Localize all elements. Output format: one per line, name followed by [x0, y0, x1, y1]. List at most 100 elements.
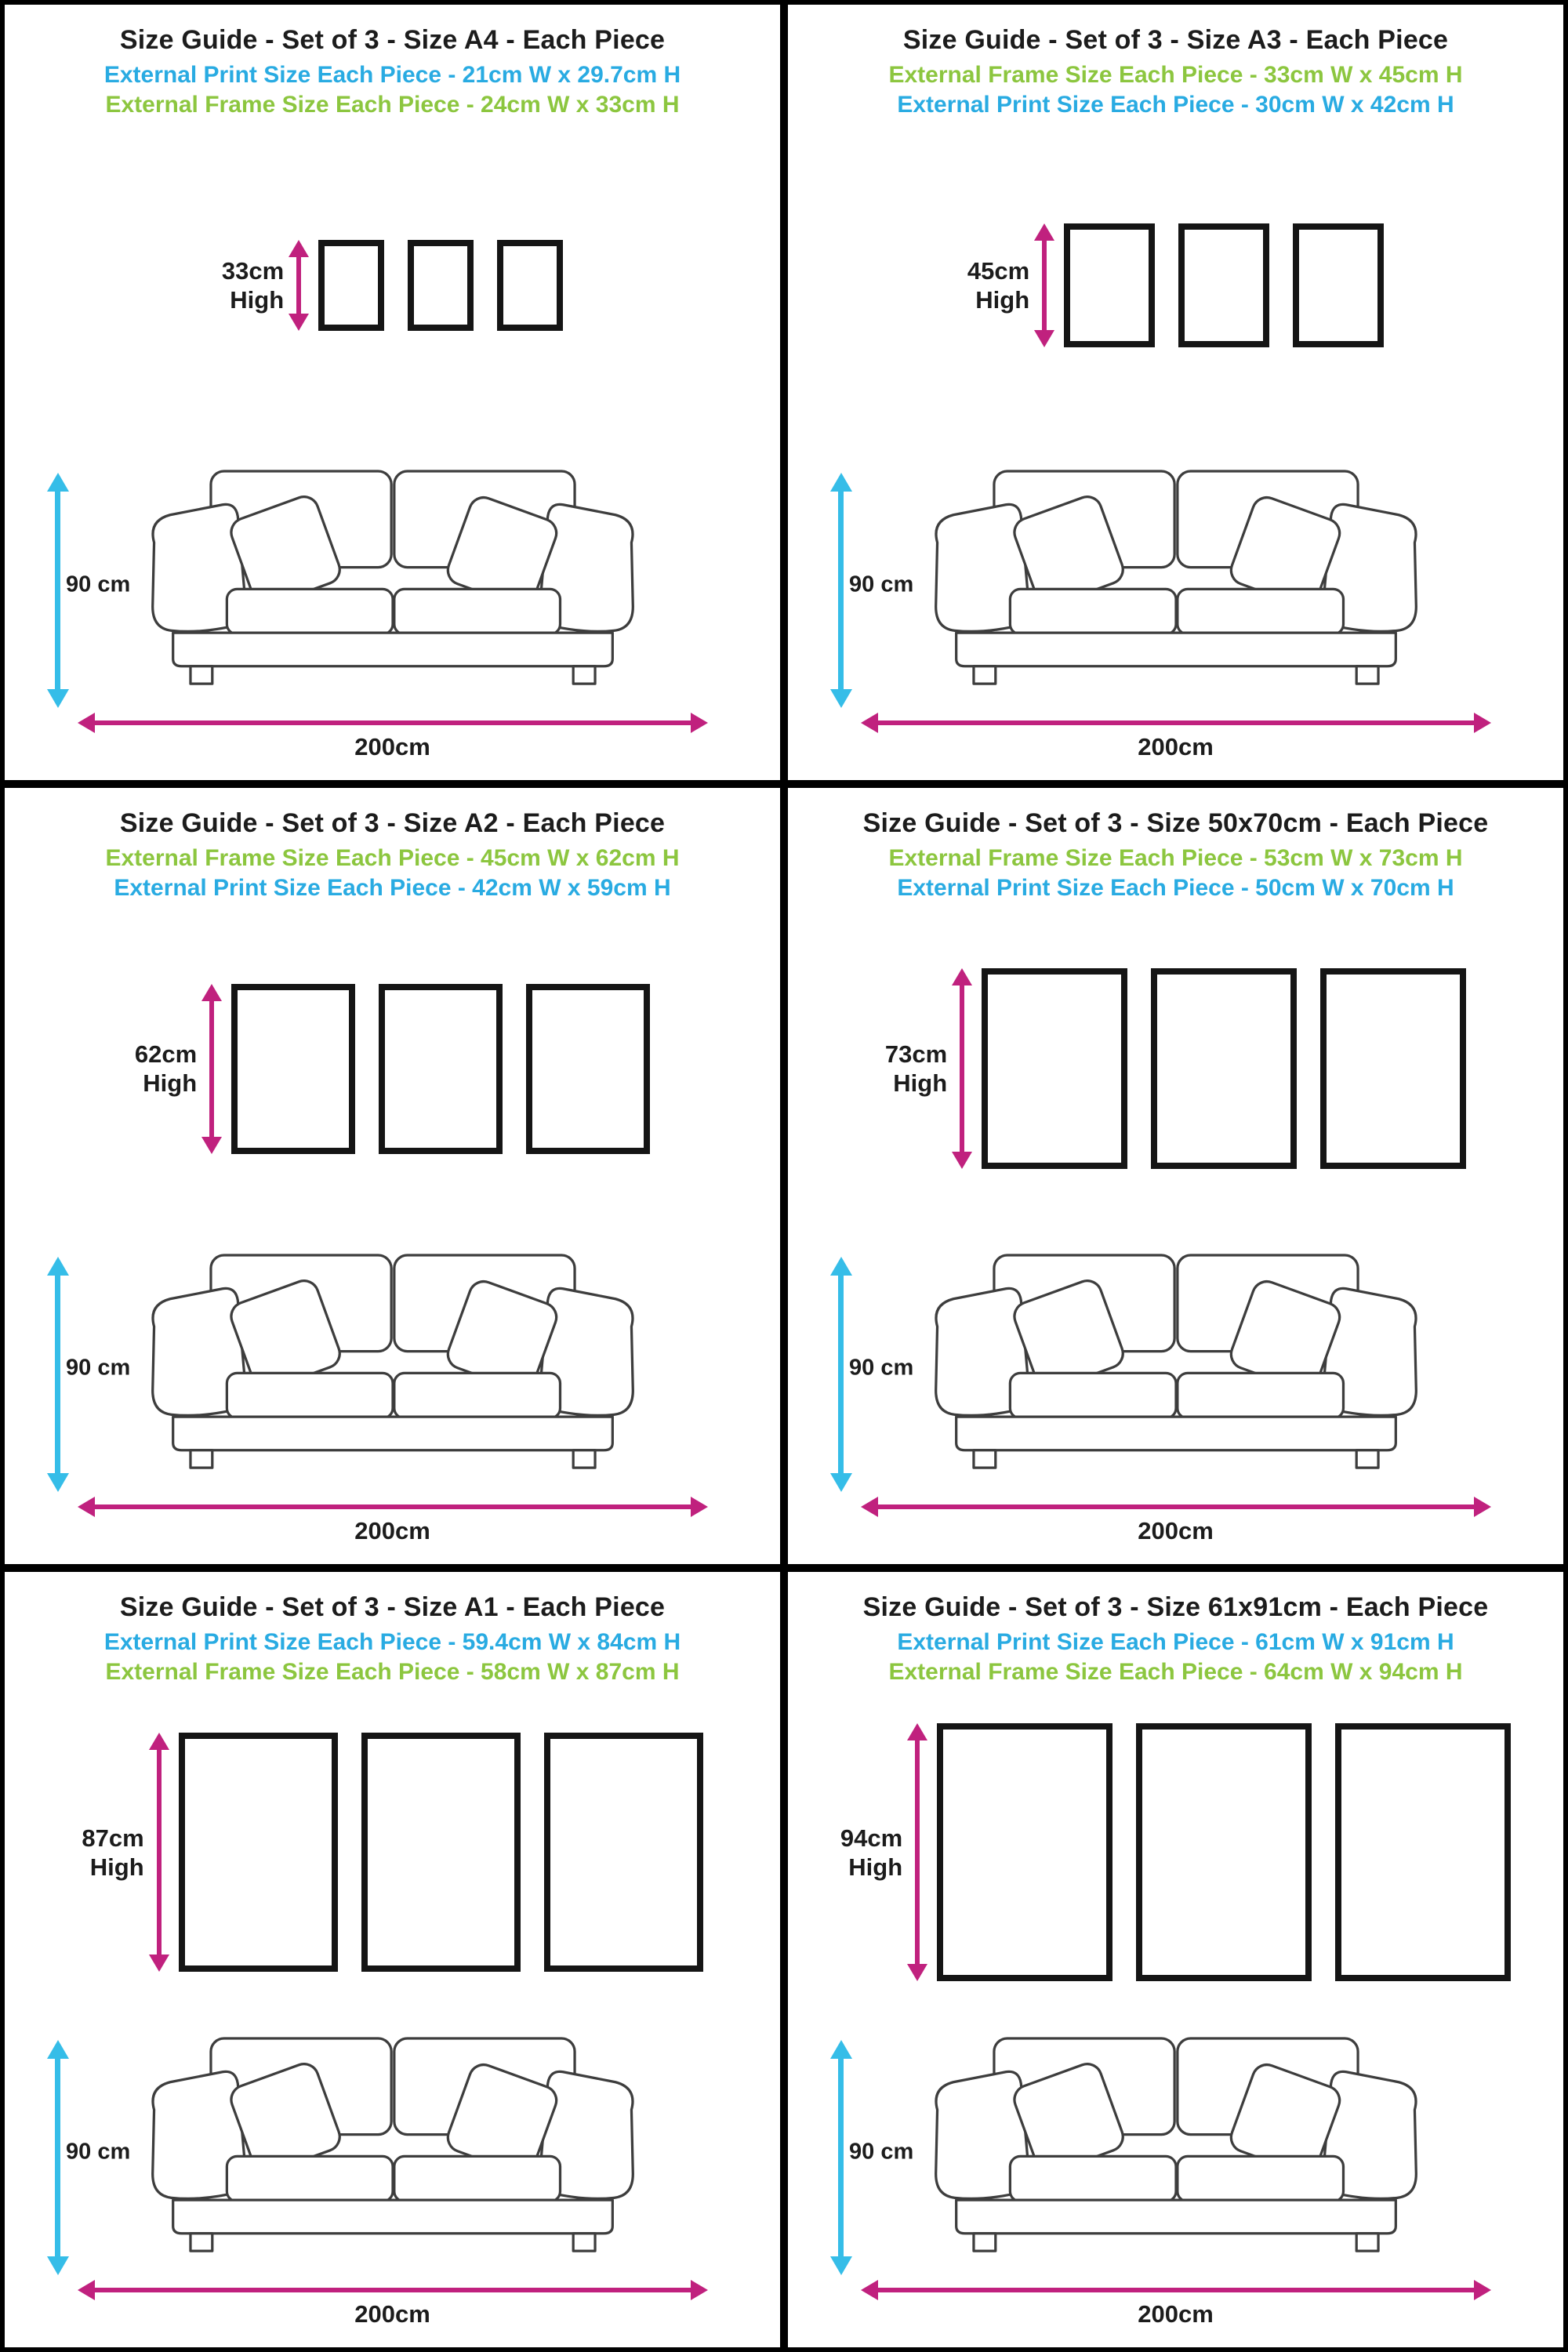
frames-group [937, 1723, 1512, 1982]
frame-size-line: External Frame Size Each Piece - 45cm W … [105, 845, 680, 872]
sofa-block: 90 cm 200cm [19, 2016, 766, 2328]
print-size-line: External Print Size Each Piece - 59.4cm … [103, 1628, 681, 1655]
panel-header: Size Guide - Set of 3 - Size 50x70cm - E… [802, 808, 1549, 905]
picture-frame [1320, 968, 1467, 1170]
panel-size-61x91: Size Guide - Set of 3 - Size 61x91cm - E… [788, 1571, 1563, 2347]
sofa-height-arrow [55, 1275, 60, 1473]
frame-height-arrow [915, 1740, 920, 1965]
sofa-width-arrow [94, 1504, 691, 1509]
sofa-width-label: 200cm [354, 2299, 430, 2328]
frame-height-word: High [975, 286, 1030, 314]
frame-height-word: High [848, 1853, 903, 1881]
sofa-illustration [109, 449, 677, 697]
sofa-width-label: 200cm [354, 1516, 430, 1544]
frames-row: 45cm High [802, 122, 1549, 449]
sofa-width-label: 200cm [1138, 2299, 1214, 2328]
print-size-line: External Print Size Each Piece - 21cm W … [103, 62, 681, 88]
sofa-height-arrow [55, 492, 60, 690]
frame-height-arrow [156, 1750, 162, 1955]
frame-size-line: External Frame Size Each Piece - 33cm W … [888, 62, 1463, 88]
frame-height-value: 94cm [840, 1824, 903, 1852]
sofa-illustration [892, 449, 1460, 697]
sofa-height-arrow [838, 2058, 844, 2256]
sofa-illustration [892, 2016, 1460, 2264]
frames-group [178, 1733, 703, 1973]
sofa-height-label: 90 cm [66, 572, 131, 597]
print-size-line: External Print Size Each Piece - 61cm W … [897, 1628, 1454, 1655]
picture-frame [937, 1723, 1113, 1982]
frame-height-word: High [89, 1853, 144, 1881]
frames-row: 94cm High [802, 1689, 1549, 2016]
sofa-illustration [109, 2016, 677, 2264]
sofa-width-arrow [877, 2287, 1474, 2292]
sofa-height-label: 90 cm [849, 1355, 914, 1381]
picture-frame [982, 968, 1128, 1170]
frames-row: 33cm High [19, 122, 766, 449]
frame-height-label: 94cm High [840, 1824, 902, 1882]
panel-title: Size Guide - Set of 3 - Size A4 - Each P… [119, 25, 666, 55]
sofa-height-arrow [838, 1275, 844, 1473]
frame-height-word: High [893, 1069, 948, 1098]
frame-height-arrow [209, 1000, 215, 1137]
sofa-block: 90 cm 200cm [802, 1233, 1549, 1545]
frames-group [231, 983, 651, 1154]
sofa-width-label: 200cm [1138, 733, 1214, 761]
panel-header: Size Guide - Set of 3 - Size 61x91cm - E… [802, 1592, 1549, 1689]
sofa-area: 90 cm [802, 2016, 1549, 2267]
frame-size-line: External Frame Size Each Piece - 58cm W … [105, 1658, 680, 1685]
sofa-illustration [109, 1233, 677, 1481]
frame-height-label: 62cm High [135, 1040, 197, 1098]
sofa-width-arrow [94, 2287, 691, 2292]
picture-frame [1293, 223, 1385, 348]
picture-frame [1178, 223, 1270, 348]
frame-height-word: High [143, 1069, 198, 1098]
sofa-illustration [892, 1233, 1460, 1481]
sofa-block: 90 cm 200cm [802, 449, 1549, 761]
picture-frame [408, 240, 474, 332]
sofa-width-label: 200cm [1138, 1516, 1214, 1544]
sofa-block: 90 cm 200cm [802, 2016, 1549, 2328]
picture-frame [318, 240, 385, 332]
print-size-line: External Print Size Each Piece - 42cm W … [114, 875, 671, 902]
panel-title: Size Guide - Set of 3 - Size 50x70cm - E… [862, 808, 1489, 839]
sofa-block: 90 cm 200cm [19, 449, 766, 761]
picture-frame [1136, 1723, 1312, 1982]
frame-height-arrow [960, 985, 965, 1152]
sofa-area: 90 cm [802, 449, 1549, 700]
frame-height-value: 87cm [82, 1824, 144, 1852]
sofa-width-arrow [877, 720, 1474, 726]
picture-frame [1151, 968, 1298, 1170]
picture-frame [231, 983, 356, 1154]
picture-frame [361, 1733, 521, 1973]
frames-group [982, 968, 1467, 1170]
panel-size-a1: Size Guide - Set of 3 - Size A1 - Each P… [5, 1571, 780, 2347]
frame-height-label: 87cm High [82, 1824, 143, 1882]
panel-header: Size Guide - Set of 3 - Size A2 - Each P… [19, 808, 766, 905]
picture-frame [1064, 223, 1156, 348]
sofa-area: 90 cm [19, 2016, 766, 2267]
sofa-area: 90 cm [19, 1233, 766, 1484]
panel-size-50x70: Size Guide - Set of 3 - Size 50x70cm - E… [788, 788, 1563, 1564]
panel-title: Size Guide - Set of 3 - Size A3 - Each P… [902, 25, 1449, 55]
panel-size-a4: Size Guide - Set of 3 - Size A4 - Each P… [5, 5, 780, 781]
frame-size-line: External Frame Size Each Piece - 53cm W … [888, 845, 1463, 872]
frame-height-label: 33cm High [222, 256, 284, 314]
frame-height-value: 73cm [884, 1040, 948, 1069]
sofa-height-arrow [838, 492, 844, 690]
frames-group [1064, 223, 1385, 348]
sofa-area: 90 cm [802, 1233, 1549, 1484]
sofa-area: 90 cm [19, 449, 766, 700]
sofa-width-arrow [877, 1504, 1474, 1509]
panel-size-a2: Size Guide - Set of 3 - Size A2 - Each P… [5, 788, 780, 1564]
frame-height-label: 73cm High [885, 1040, 947, 1098]
frames-row: 62cm High [19, 905, 766, 1232]
frame-size-line: External Frame Size Each Piece - 24cm W … [105, 92, 680, 118]
frame-height-label: 45cm High [967, 256, 1029, 314]
frame-height-arrow [296, 257, 302, 314]
sofa-height-arrow [55, 2058, 60, 2256]
sofa-height-label: 90 cm [66, 1355, 131, 1381]
frame-height-word: High [230, 286, 285, 314]
sofa-width-label: 200cm [354, 733, 430, 761]
frame-height-value: 33cm [221, 256, 285, 285]
